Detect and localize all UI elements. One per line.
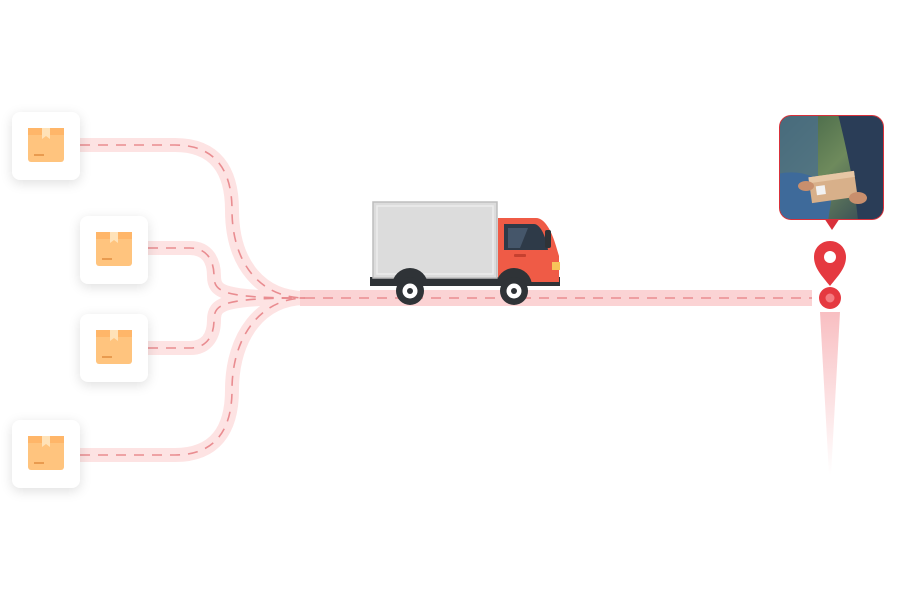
delivery-truck-icon (370, 201, 560, 305)
main-route-track (300, 290, 812, 306)
route-dash-2 (148, 247, 306, 299)
destination-photo-card (778, 114, 885, 230)
package-card-4 (12, 420, 80, 488)
route-dash-4 (80, 297, 306, 456)
location-pin-icon (814, 241, 846, 309)
route-track-1 (73, 138, 312, 305)
package-icon (96, 330, 132, 364)
package-card-2 (80, 216, 148, 284)
package-icon (28, 128, 64, 162)
package-card-3 (80, 314, 148, 382)
package-card-1 (12, 112, 80, 180)
pin-beam (820, 312, 840, 475)
route-dash-3 (148, 297, 306, 349)
package-icon (96, 232, 132, 266)
package-icon (28, 436, 64, 470)
package-handover-photo (779, 115, 884, 230)
